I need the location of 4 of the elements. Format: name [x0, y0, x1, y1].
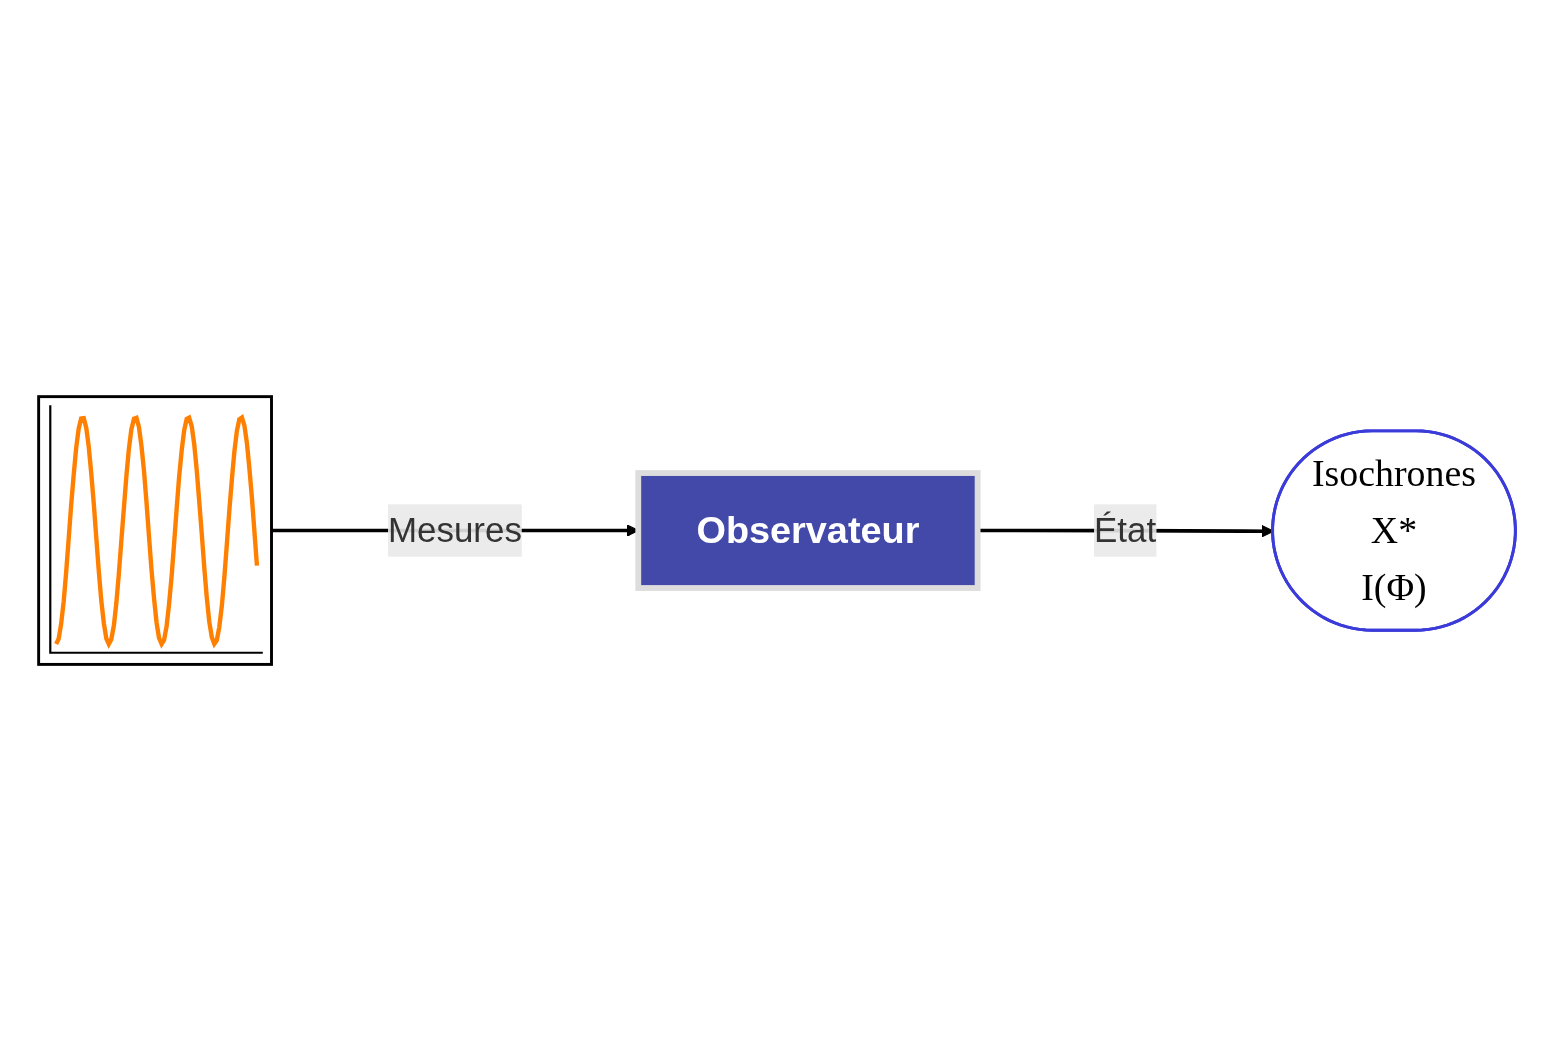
- edge-label: Mesures: [387, 510, 522, 550]
- node-box: Observateur: [634, 470, 980, 591]
- node-picture: [36, 395, 273, 666]
- edge-label: État: [1093, 510, 1156, 550]
